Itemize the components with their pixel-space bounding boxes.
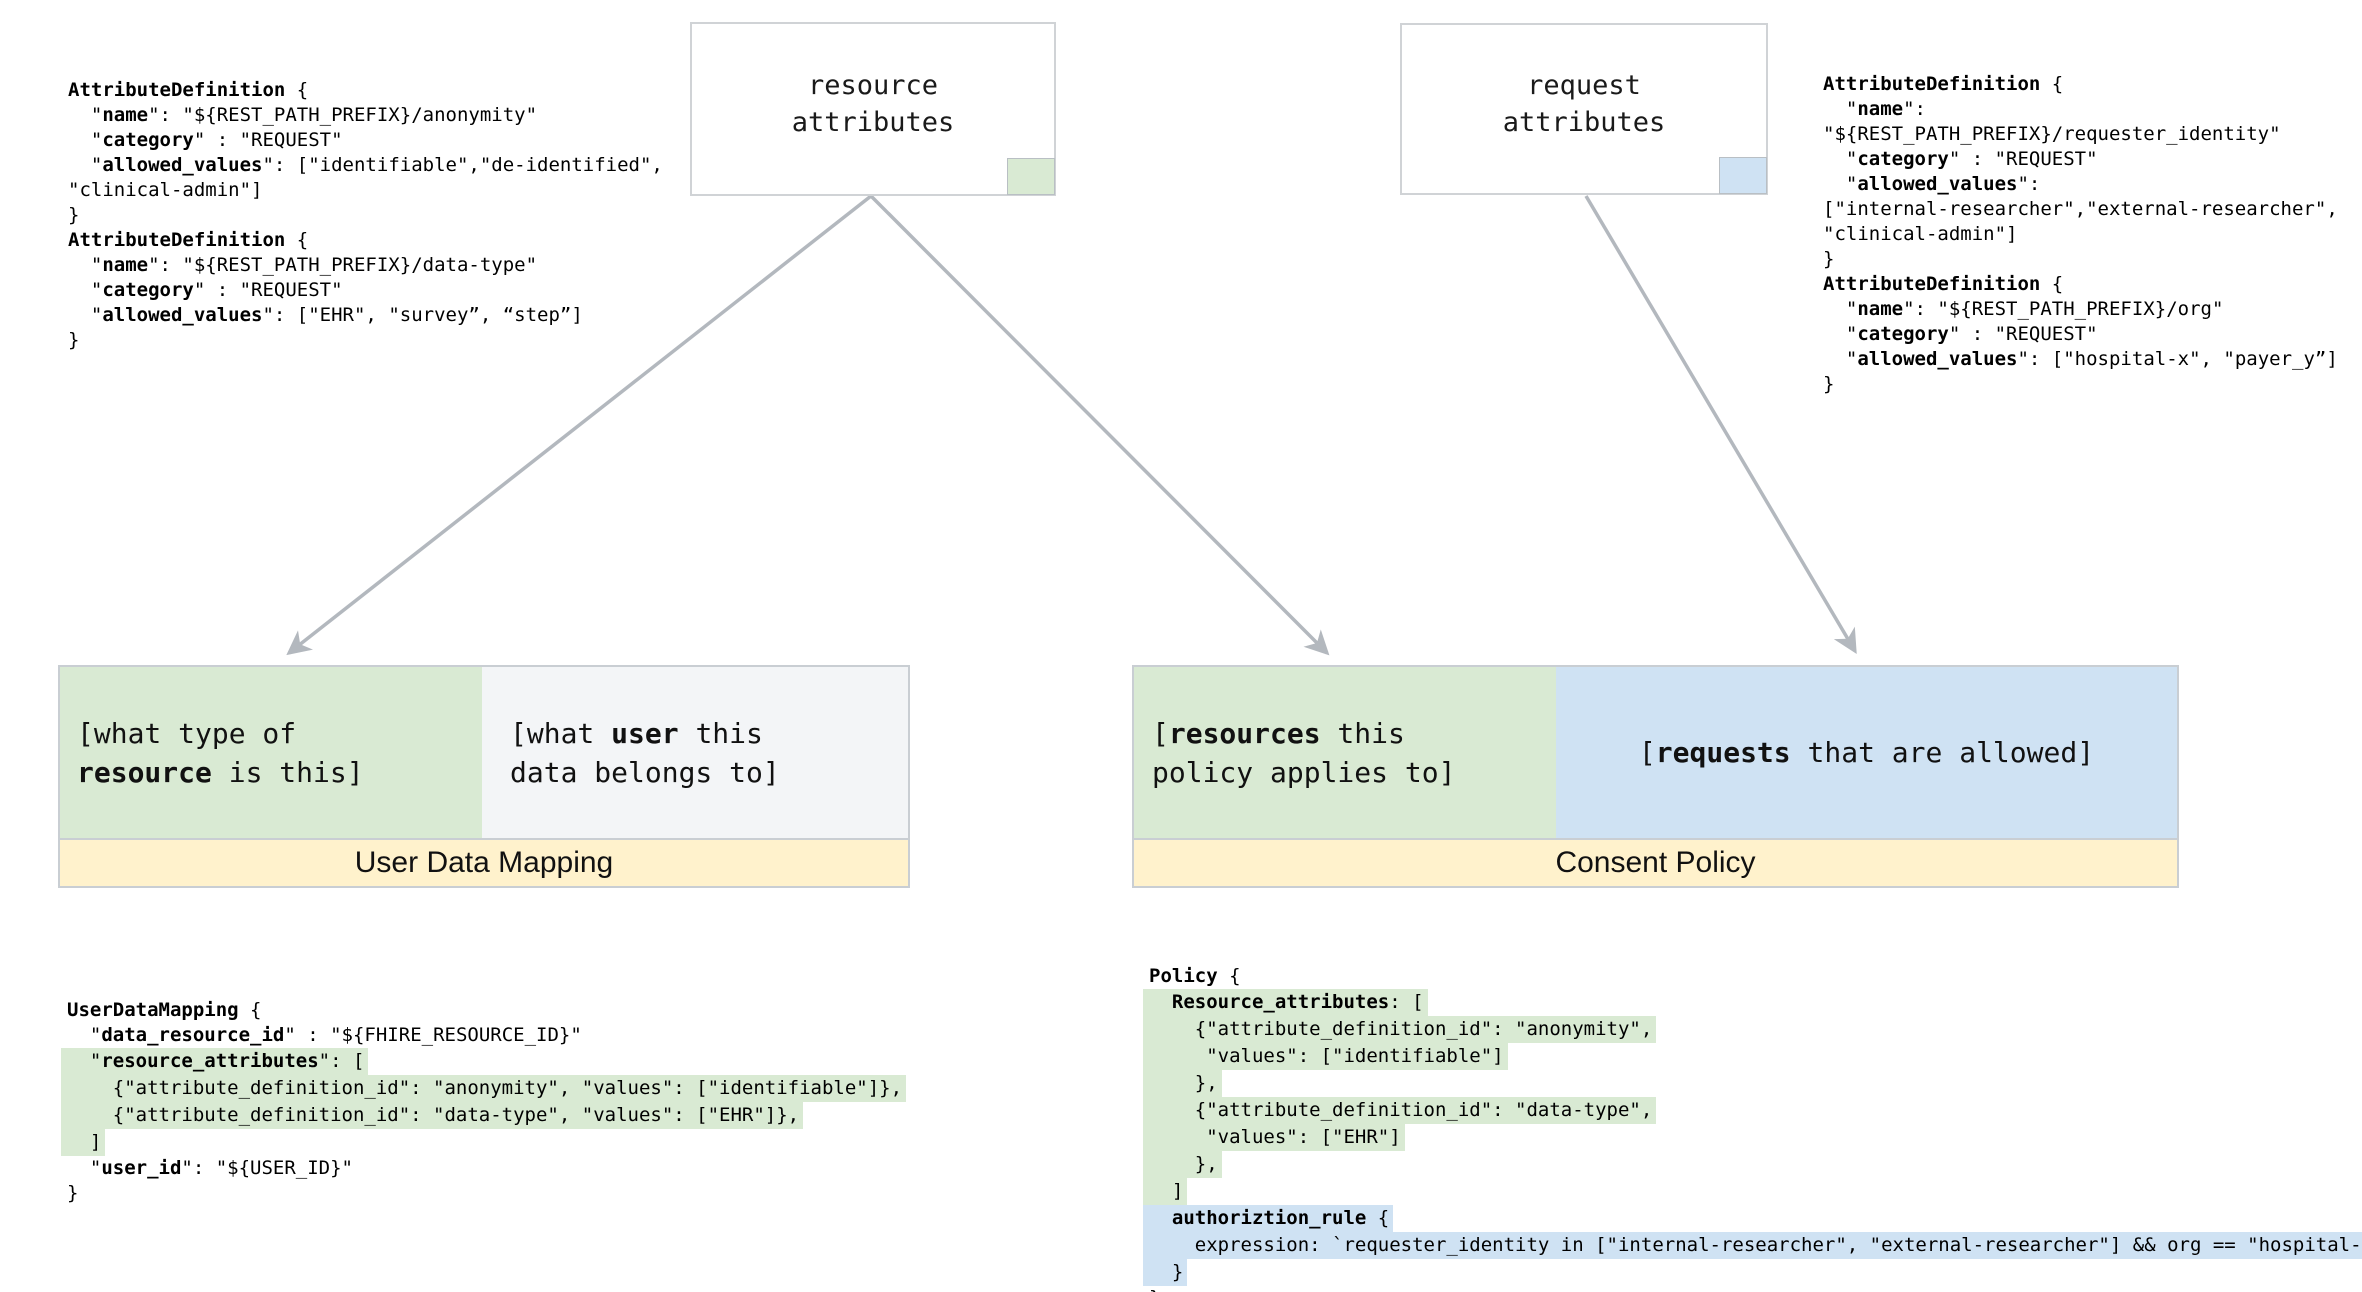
arrow-request-to-consent-policy [1584,195,1857,654]
request-attributes-box: request attributes [1400,23,1768,195]
resource-attributes-label: resource attributes [791,70,955,138]
request-blue-color-key [1719,157,1767,194]
user-data-mapping-code: UserDataMapping { "data_resource_id" : "… [61,998,907,1206]
request-attributes-label: request attributes [1502,70,1666,138]
resource-green-color-key [1007,158,1055,195]
policy-requests-section: [requests that are allowed] [1556,667,2177,838]
resource-attributes-box: resource attributes [690,22,1056,196]
arrow-resource-to-consent-policy [869,194,1330,656]
user-data-mapping-title: User Data Mapping [60,838,908,886]
policy-code: Policy { Resource_attributes: [ {"attrib… [1143,964,2362,1292]
consent-policy-title: Consent Policy [1134,838,2177,886]
request-attribute-definitions-code: AttributeDefinition { "name":"${REST_PAT… [1823,73,2338,395]
resource-attribute-definitions-code: AttributeDefinition { "name": "${REST_PA… [68,79,663,351]
